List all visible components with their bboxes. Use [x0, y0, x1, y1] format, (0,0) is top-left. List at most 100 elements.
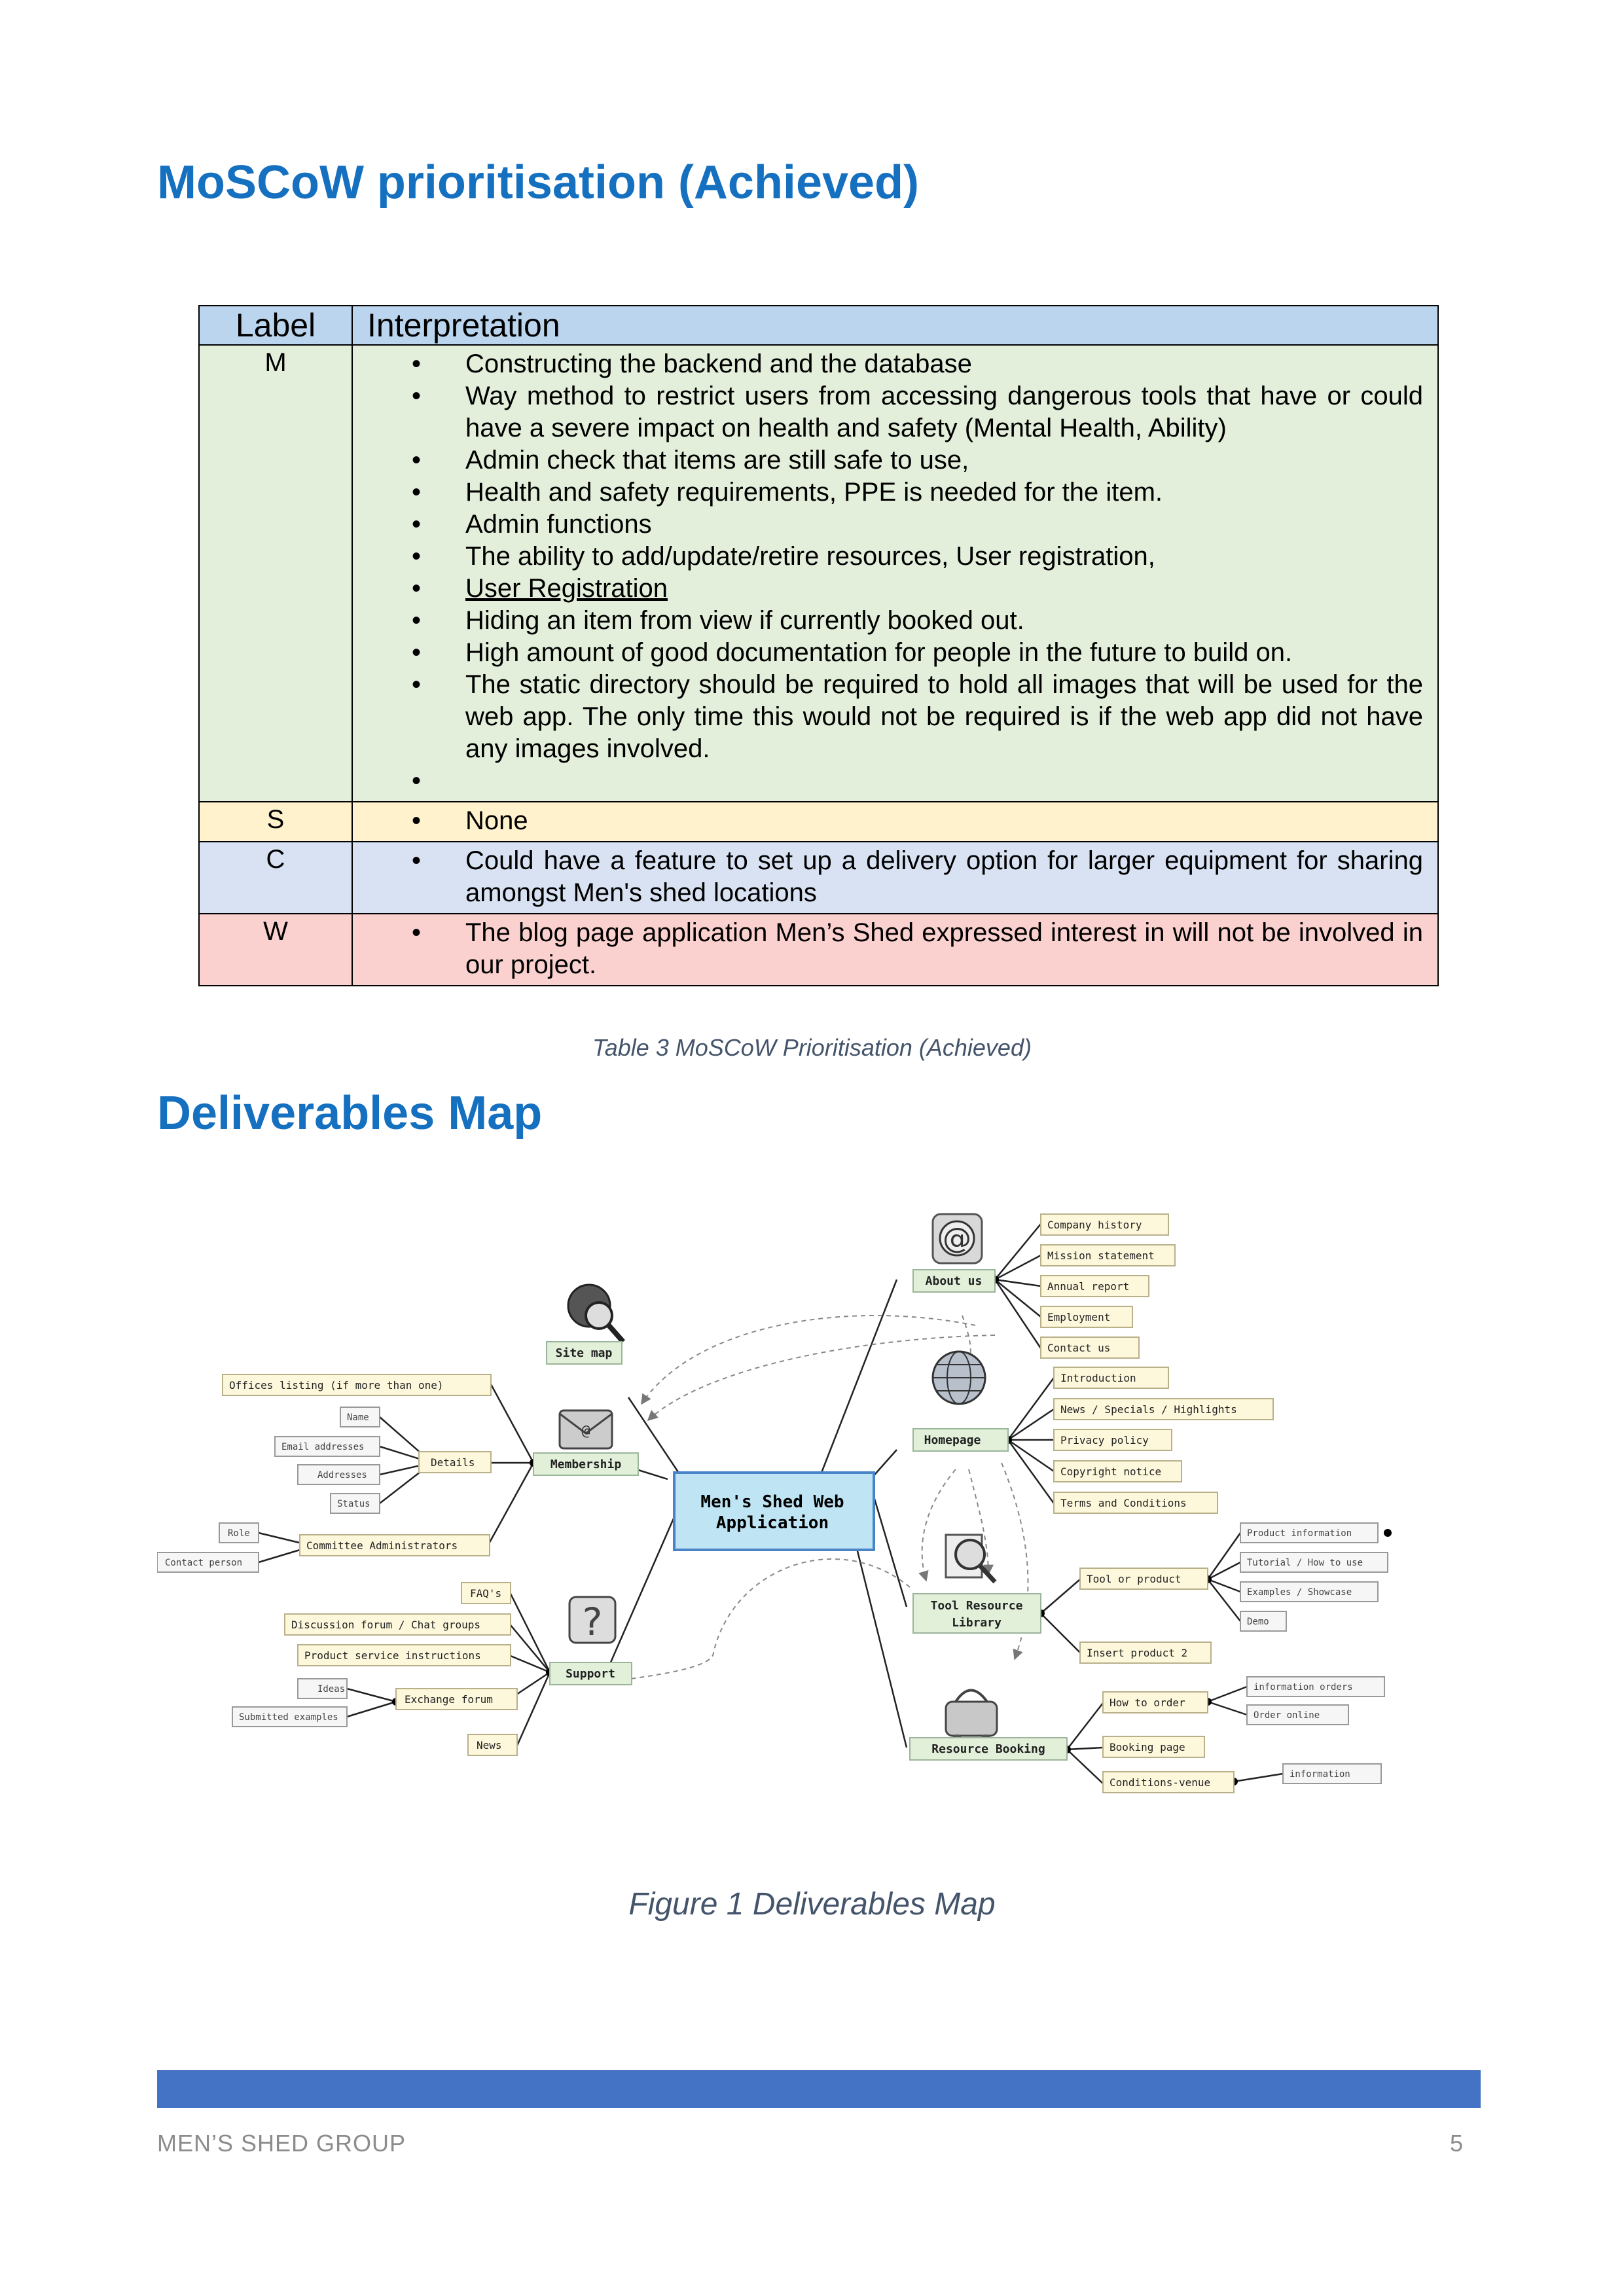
list-item: The ability to add/update/retire resourc…: [353, 541, 1423, 573]
list-item: Hiding an item from view if currently bo…: [353, 605, 1423, 637]
label-company-history: Company history: [1047, 1219, 1142, 1231]
label-introduction: Introduction: [1060, 1372, 1136, 1384]
label-employment: Employment: [1047, 1311, 1110, 1323]
list-item: Admin functions: [353, 509, 1423, 541]
list-item: Constructing the backend and the databas…: [353, 348, 1423, 380]
label-tool-or-product: Tool or product: [1087, 1573, 1182, 1585]
main-labels: About us Homepage Tool Resource Library …: [550, 1274, 1045, 1756]
label-contact-us: Contact us: [1047, 1342, 1110, 1354]
label-booking-page: Booking page: [1110, 1741, 1185, 1753]
list-item-empty: [353, 765, 1423, 797]
table-row-could: C Could have a feature to set up a deliv…: [198, 841, 1439, 914]
table-row-must: M Constructing the backend and the datab…: [198, 344, 1439, 802]
node-resource-booking: Resource Booking: [931, 1742, 1045, 1756]
leaf-boxes: [157, 1407, 1388, 1784]
at-sign-icon: @: [931, 1213, 983, 1265]
label-offices-listing: Offices listing (if more than one): [229, 1379, 444, 1391]
center-label-line1: Men's Shed Web: [700, 1492, 844, 1512]
label-insert-product: Insert product 2: [1087, 1647, 1187, 1659]
label-information: information: [1290, 1769, 1350, 1780]
header-interpretation: Interpretation: [352, 305, 1439, 346]
table-row-should: S None: [198, 801, 1439, 842]
row-label: W: [198, 913, 353, 986]
list-item: Health and safety requirements, PPE is n…: [353, 476, 1423, 509]
label-status: Status: [337, 1499, 370, 1509]
svg-text:@: @: [943, 1222, 971, 1255]
sub-node-boxes: [222, 1213, 1274, 1793]
label-email-addresses: Email addresses: [281, 1442, 364, 1452]
envelope-icon: @: [558, 1409, 613, 1450]
label-how-to-order: How to order: [1110, 1696, 1185, 1709]
globe-icon: [931, 1350, 986, 1405]
label-conditions-venue: Conditions-venue: [1110, 1776, 1210, 1789]
underlined-text: User Registration: [465, 574, 668, 603]
connector-lines: [258, 1223, 1284, 1784]
header-label: Label: [198, 305, 353, 346]
label-demo: Demo: [1247, 1617, 1269, 1627]
table-header-row: Label Interpretation: [198, 305, 1439, 346]
list-item: High amount of good documentation for pe…: [353, 637, 1423, 669]
list-item: Admin check that items are still safe to…: [353, 444, 1423, 476]
list-item: User Registration: [353, 573, 1423, 605]
label-details: Details: [431, 1456, 475, 1469]
table-caption: Table 3 MoSCoW Prioritisation (Achieved): [592, 1034, 1032, 1061]
list-item: The blog page application Men’s Shed exp…: [353, 917, 1423, 981]
figure-caption: Figure 1 Deliverables Map: [628, 1887, 996, 1922]
label-annual-report: Annual report: [1047, 1280, 1129, 1293]
row-label: M: [198, 344, 353, 802]
row-label: S: [198, 801, 353, 842]
moscow-table: Label Interpretation M Constructing the …: [198, 305, 1439, 986]
deliverables-mind-map: @ @ ?: [157, 1213, 1392, 1793]
section-title-deliverables: Deliverables Map: [157, 1087, 543, 1139]
page-number: 5: [1450, 2130, 1464, 2157]
list-item: None: [353, 805, 1423, 837]
svg-text:@: @: [581, 1423, 590, 1439]
label-name: Name: [347, 1412, 369, 1423]
row-label: C: [198, 841, 353, 914]
search-globe-icon: [567, 1283, 626, 1344]
center-node: Men's Shed Web Application: [673, 1471, 875, 1551]
must-list: Constructing the backend and the databas…: [353, 348, 1423, 797]
label-contact-person: Contact person: [165, 1558, 242, 1568]
node-support: Support: [566, 1667, 615, 1681]
label-terms-conditions: Terms and Conditions: [1060, 1497, 1187, 1509]
leaf-labels: Product information Tutorial / How to us…: [165, 1412, 1363, 1780]
label-product-service: Product service instructions: [304, 1649, 481, 1662]
shopping-cart-icon: [945, 1689, 998, 1744]
section-title-moscow: MoSCoW prioritisation (Achieved): [157, 156, 920, 209]
label-order-online: Order online: [1254, 1710, 1320, 1721]
node-tool-library-2: Library: [952, 1616, 1001, 1630]
label-examples: Examples / Showcase: [1247, 1587, 1352, 1598]
node-tool-library-1: Tool Resource: [931, 1599, 1023, 1613]
label-submitted-examples: Submitted examples: [239, 1712, 338, 1723]
label-committee: Committee Administrators: [306, 1539, 458, 1552]
label-exchange-forum: Exchange forum: [405, 1693, 493, 1706]
sub-labels: Company history Mission statement Annual…: [229, 1219, 1237, 1789]
main-node-boxes: [533, 1269, 1068, 1761]
node-site-map: Site map: [556, 1346, 613, 1360]
magnifier-document-icon: [945, 1534, 997, 1584]
label-privacy-policy: Privacy policy: [1060, 1434, 1149, 1446]
list-item: Way method to restrict users from access…: [353, 380, 1423, 444]
label-addresses: Addresses: [317, 1470, 367, 1480]
node-membership: Membership: [550, 1458, 622, 1471]
label-copyright-notice: Copyright notice: [1060, 1465, 1161, 1478]
svg-text:?: ?: [583, 1600, 603, 1644]
footer-bar: [157, 2070, 1481, 2108]
node-homepage: Homepage: [924, 1433, 981, 1447]
label-tutorial: Tutorial / How to use: [1247, 1558, 1363, 1568]
label-news-specials: News / Specials / Highlights: [1060, 1403, 1237, 1416]
label-faqs: FAQ's: [470, 1587, 501, 1600]
label-role: Role: [228, 1528, 250, 1539]
label-information-orders: information orders: [1254, 1682, 1353, 1693]
label-ideas: Ideas: [317, 1684, 345, 1695]
label-mission-statement: Mission statement: [1047, 1249, 1155, 1262]
label-discussion-forum: Discussion forum / Chat groups: [291, 1619, 480, 1631]
footer-organization: MEN’S SHED GROUP: [157, 2130, 406, 2157]
label-news: News: [477, 1739, 502, 1751]
label-product-information: Product information: [1247, 1528, 1352, 1539]
center-label-line2: Application: [716, 1513, 829, 1533]
list-item: The static directory should be required …: [353, 669, 1423, 765]
question-mark-icon: ?: [568, 1596, 617, 1644]
list-item: Could have a feature to set up a deliver…: [353, 845, 1423, 909]
